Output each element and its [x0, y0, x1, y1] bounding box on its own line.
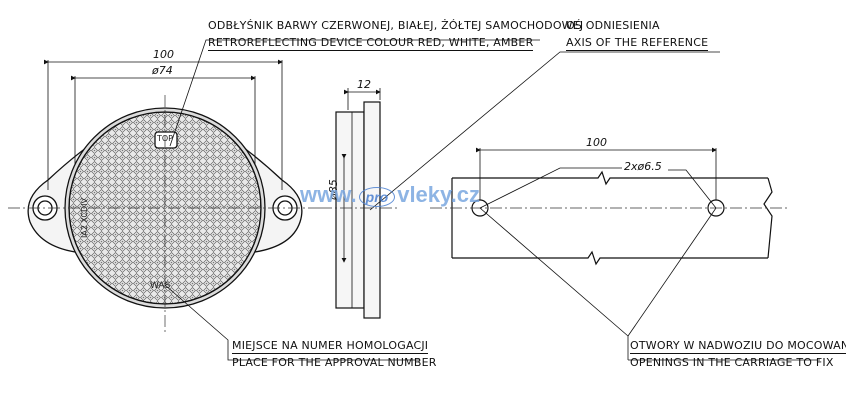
approval-leader [164, 284, 420, 361]
dim-hole-spacing: 100 [586, 136, 607, 149]
carriage-panel [451, 170, 773, 266]
device-label-en: RETROREFLECTING DEVICE COLOUR RED, WHITE… [208, 36, 534, 51]
approval-label-pl: MIEJSCE NA NUMER HOMOLOGACJI [232, 339, 429, 354]
axis-label-en: AXIS OF THE REFERENCE [566, 36, 709, 51]
device-label-pl: ODBŁYŚNIK BARWY CZERWONEJ, BIAŁEJ, ŻÓŁTE… [208, 19, 584, 32]
top-mark: TOP [157, 134, 174, 143]
top-badge [154, 131, 178, 149]
watermark-pro: pro [358, 187, 396, 207]
device-leader [169, 39, 540, 147]
axis-label-pl: OŚ ODNIESIENIA [566, 19, 660, 32]
dim-thickness: 12 [357, 78, 371, 91]
openings-label-pl: OTWORY W NADWOZIU DO MOCOWANIA [630, 339, 846, 354]
approval-label-en: PLACE FOR THE APPROVAL NUMBER [232, 356, 437, 369]
watermark-left: www. [300, 182, 357, 207]
watermark-right: vleky.cz [397, 182, 480, 207]
axis-leader [369, 51, 720, 211]
was-mark: WAŚ [150, 281, 171, 291]
dim-diameter: ø74 [152, 64, 173, 77]
dim-holes: 2xø6.5 [624, 160, 662, 173]
side-mark: IA2 XCDIV [80, 198, 89, 238]
side-body [335, 111, 365, 309]
front-view [27, 107, 303, 309]
side-view [335, 101, 381, 319]
dim-width-total: 100 [153, 48, 174, 61]
openings-label-en: OPENINGS IN THE CARRIAGE TO FIX [630, 356, 834, 369]
